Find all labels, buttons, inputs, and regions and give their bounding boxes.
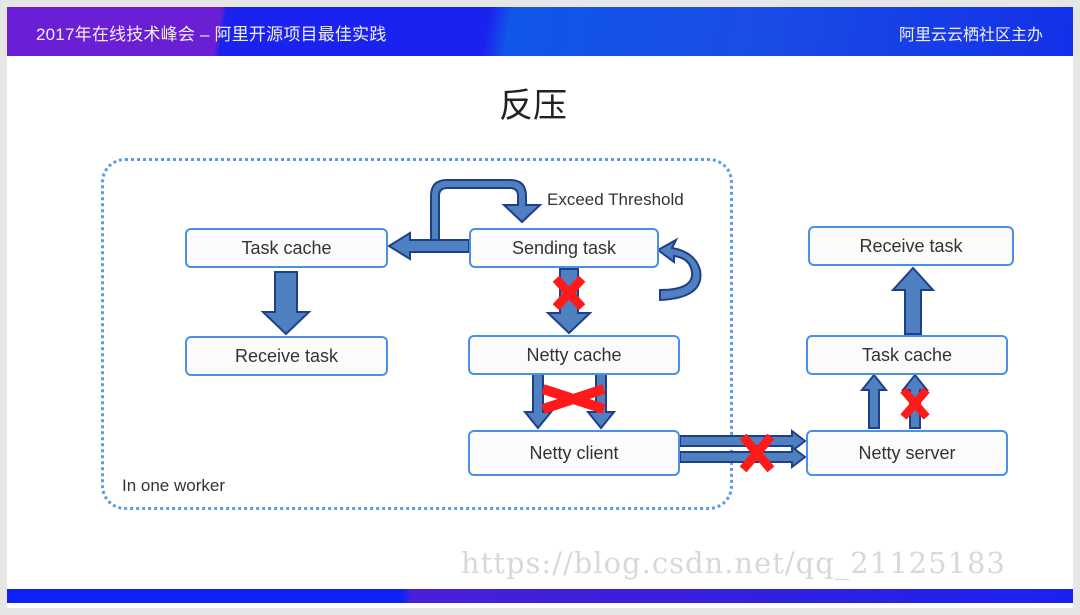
- node-worker-receive-task: Receive task: [185, 336, 388, 376]
- arrow-netty-cache-to-client-1: [522, 373, 554, 430]
- node-netty-cache: Netty cache: [468, 335, 680, 375]
- arrow-task-cache-to-receive-remote: [890, 266, 936, 335]
- arrow-sending-to-netty-cache: [545, 268, 593, 335]
- arrow-client-to-server-2: [679, 444, 807, 470]
- block-mark-server-cache: [900, 387, 930, 420]
- watermark-url: https://blog.csdn.net/qq_21125183: [461, 546, 1006, 580]
- header-banner: 2017年在线技术峰会 – 阿里开源项目最佳实践 阿里云云栖社区主办: [7, 7, 1073, 56]
- node-netty-client: Netty client: [468, 430, 680, 476]
- exceed-threshold-loop-arrow: [430, 179, 543, 241]
- node-remote-receive-task: Receive task: [808, 226, 1014, 266]
- block-mark-client-server: [739, 433, 775, 473]
- block-mark-sending: [552, 275, 586, 311]
- arrow-sending-to-task-cache: [387, 231, 470, 261]
- organizer-label: 阿里云云栖社区主办: [898, 27, 1043, 44]
- node-sending-task: Sending task: [469, 228, 659, 268]
- block-mark-netty-cache: [541, 384, 606, 414]
- arrow-sending-self-loop: [656, 237, 702, 302]
- conference-title: 2017年在线技术峰会 – 阿里开源项目最佳实践: [36, 25, 387, 44]
- worker-group-border: [101, 158, 733, 510]
- arrow-server-to-task-cache-1: [859, 373, 889, 429]
- slide-title: 反压: [499, 86, 567, 126]
- arrow-netty-cache-to-client-2: [585, 373, 617, 430]
- arrow-task-cache-to-receive: [260, 271, 312, 336]
- exceed-threshold-label: Exceed Threshold: [547, 190, 684, 209]
- node-netty-server: Netty server: [806, 430, 1008, 476]
- footer-banner: [7, 589, 1073, 603]
- node-remote-task-cache: Task cache: [806, 335, 1008, 375]
- node-worker-task-cache: Task cache: [185, 228, 388, 268]
- worker-group-label: In one worker: [122, 476, 225, 495]
